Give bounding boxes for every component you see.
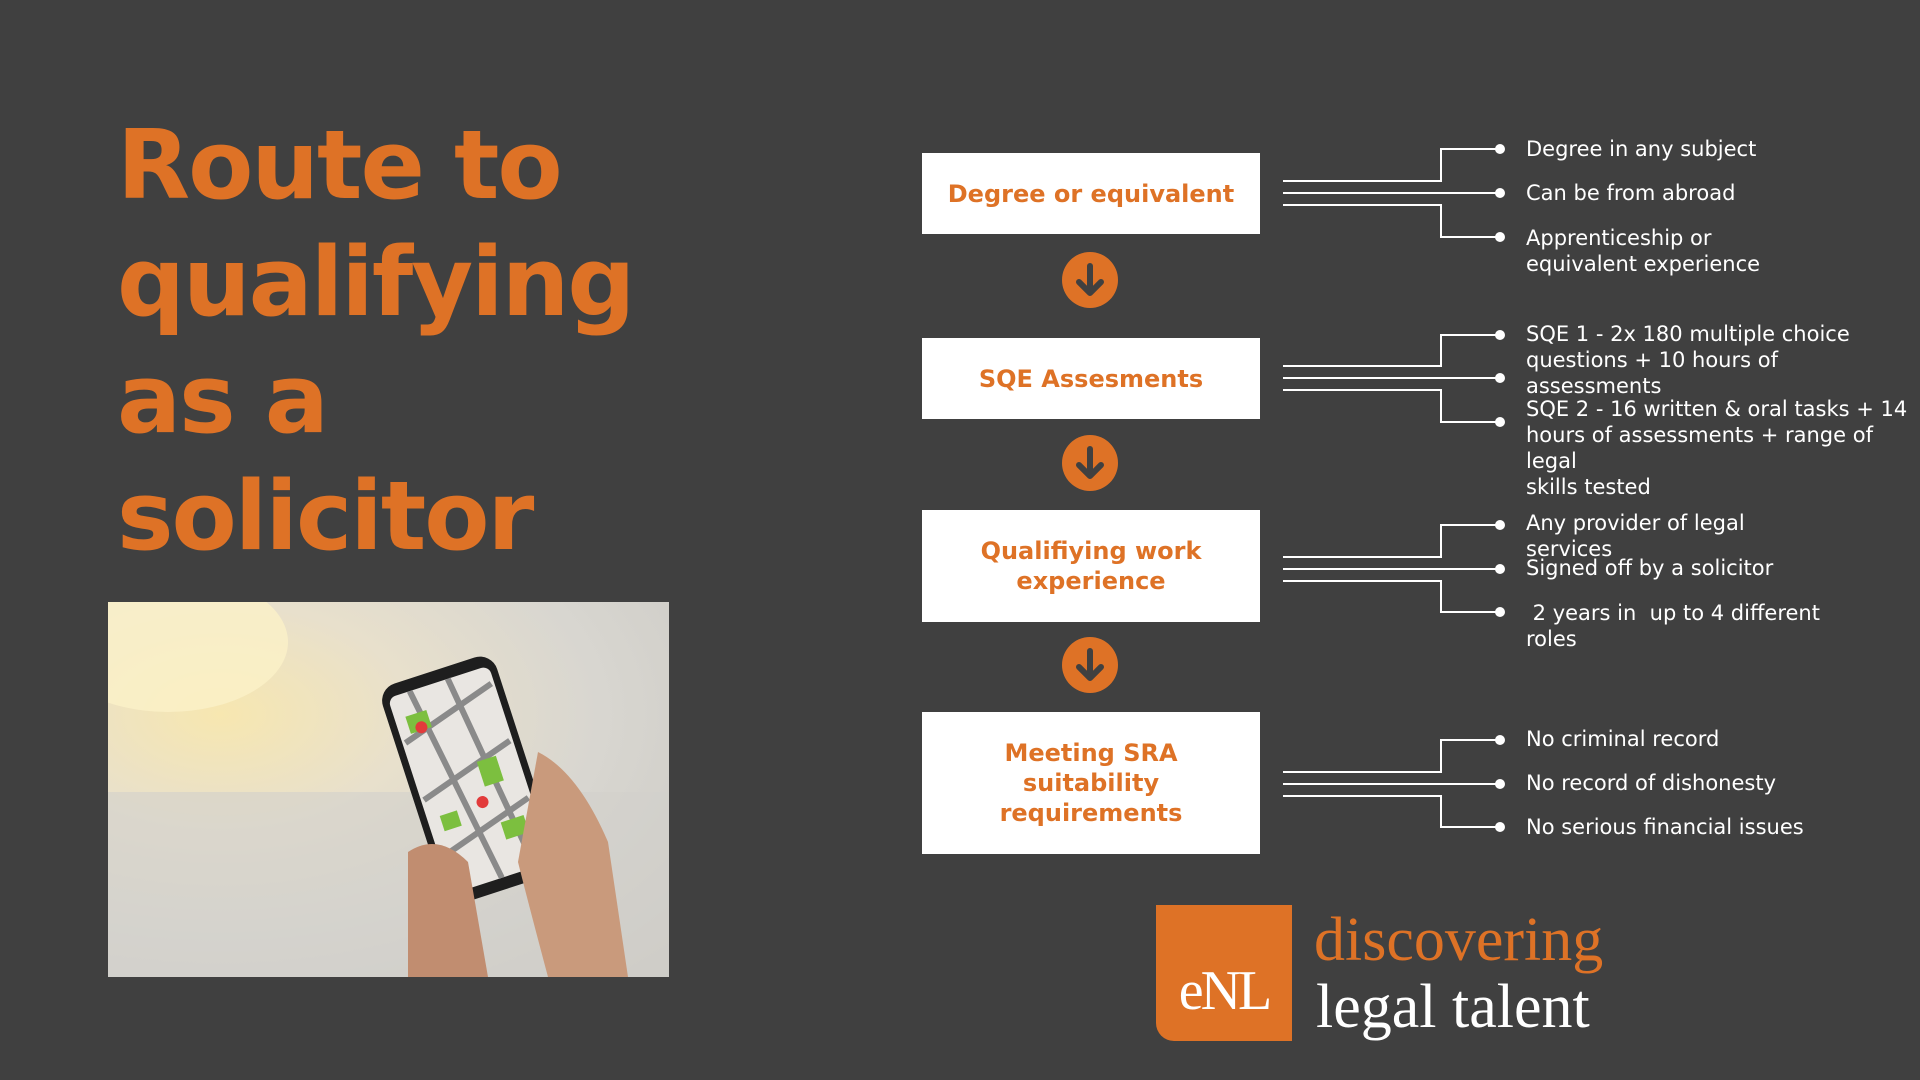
brand-line-1: discovering (1314, 906, 1604, 974)
step-sqe-box: SQE Assesments (922, 338, 1260, 419)
detail-item: Degree in any subject (1526, 137, 1757, 161)
dot-icon (1495, 373, 1505, 383)
logo-mark: eNL (1178, 960, 1273, 1022)
hand-phone-map-photo (108, 602, 669, 977)
title-line-2: qualifying (117, 228, 635, 338)
dot-icon (1495, 417, 1505, 427)
detail-item: Any provider of legal services (1526, 511, 1745, 561)
dot-icon (1495, 607, 1505, 617)
phone-map-illustration (108, 602, 669, 977)
dot-icon (1495, 144, 1505, 154)
dot-icon (1495, 188, 1505, 198)
step-label: Qualifiying work experience (980, 537, 1202, 595)
arrow-down-circle-icon (1062, 435, 1118, 491)
arrow-down-circle-icon (1062, 637, 1118, 693)
arrow-down-circle-icon (1062, 252, 1118, 308)
dot-icon (1495, 520, 1505, 530)
detail-item: Apprenticeship or equivalent experience (1526, 226, 1761, 276)
detail-item: No criminal record (1526, 727, 1720, 751)
dot-icon (1495, 822, 1505, 832)
dot-icon (1495, 232, 1505, 242)
dot-icon (1495, 735, 1505, 745)
detail-item: No serious financial issues (1526, 815, 1804, 839)
detail-item: SQE 1 - 2x 180 multiple choice questions… (1526, 322, 1850, 398)
page-title: Route to qualifying as a solicitor (117, 108, 635, 576)
title-line-4: solicitor (117, 462, 534, 572)
step-degree-box: Degree or equivalent (922, 153, 1260, 234)
step-label: Meeting SRA suitability requirements (999, 739, 1183, 827)
dot-icon (1495, 564, 1505, 574)
step-work-experience-box: Qualifiying work experience (922, 510, 1260, 622)
detail-item: Signed off by a solicitor (1526, 556, 1774, 580)
step-label: Degree or equivalent (947, 179, 1235, 208)
brand-line-2: legal talent (1316, 973, 1590, 1041)
detail-item: Can be from abroad (1526, 181, 1736, 205)
detail-item: SQE 2 - 16 written & oral tasks + 14 hou… (1526, 397, 1908, 499)
detail-item: No record of dishonesty (1526, 771, 1777, 795)
step-sra-box: Meeting SRA suitability requirements (922, 712, 1260, 854)
detail-item: 2 years in up to 4 different roles (1526, 601, 1820, 651)
title-line-1: Route to (117, 111, 563, 221)
title-line-3: as a (117, 345, 329, 455)
enl-logo: eNL (1156, 905, 1292, 1041)
dot-icon (1495, 779, 1505, 789)
dot-icon (1495, 330, 1505, 340)
step-label: SQE Assesments (978, 364, 1204, 393)
